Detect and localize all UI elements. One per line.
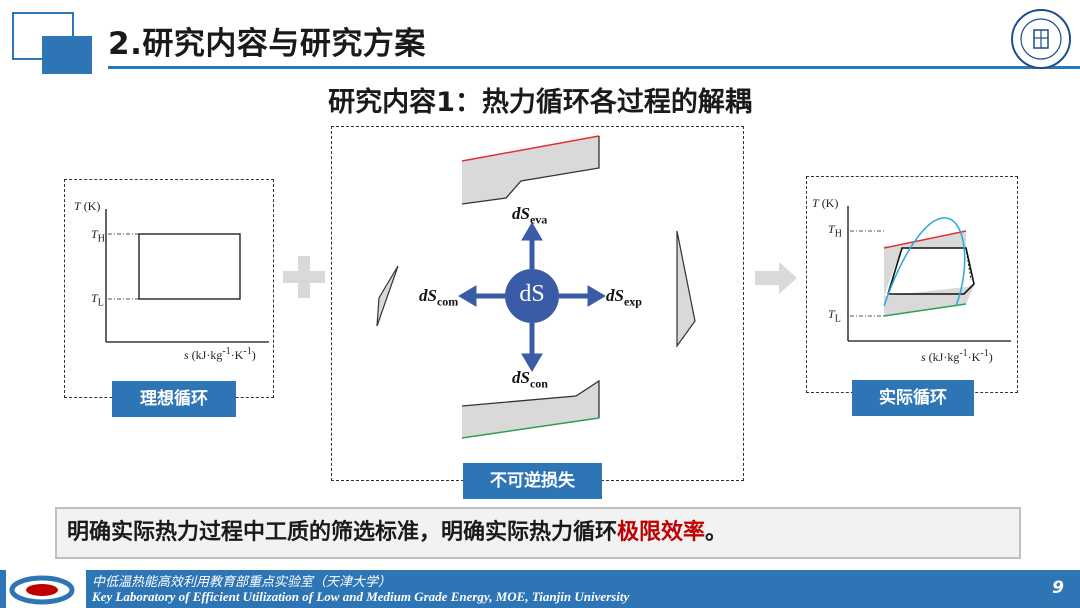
decoupling-diagram <box>376 135 696 439</box>
footer-lab-en: Key Laboratory of Efficient Utilization … <box>92 589 630 604</box>
ideal-t-low-label: TL <box>91 291 104 309</box>
ideal-x-axis-label: s (kJ·kg-1·K-1) <box>184 346 256 362</box>
university-seal-icon <box>1011 9 1071 69</box>
ideal-y-axis-label: T (K) <box>74 199 101 213</box>
conclusion-text: 明确实际热力过程中工质的筛选标准，明确实际热力循环 <box>67 520 618 545</box>
page-number: 9 <box>1052 578 1064 598</box>
ds-exp-label: dSexp <box>606 286 642 309</box>
actual-cycle-ts-diagram <box>847 206 1011 342</box>
footer-lab-cn: 中低温热能高效利用教育部重点实验室（天津大学） <box>92 575 392 590</box>
actual-t-low-label: TL <box>828 307 841 325</box>
conclusion-end: 。 <box>705 520 728 545</box>
corner-decoration-fill <box>42 36 92 74</box>
ds-com-label: dScom <box>419 286 459 309</box>
header-rule <box>108 66 1080 69</box>
ideal-cycle-ts-diagram <box>105 209 269 343</box>
actual-t-high-label: TH <box>828 222 842 240</box>
irreversible-loss-label: 不可逆损失 <box>463 463 602 499</box>
ds-eva-label: dSeva <box>512 204 548 227</box>
actual-x-axis-label: s (kJ·kg-1·K-1) <box>921 348 993 364</box>
center-ds-label: dS <box>519 281 545 307</box>
conclusion-bar: 明确实际热力过程中工质的筛选标准，明确实际热力循环极限效率。 <box>55 507 1021 559</box>
ideal-cycle-label: 理想循环 <box>112 381 236 417</box>
section-subtitle: 研究内容1：热力循环各过程的解耦 <box>328 87 752 118</box>
page-title: 2.研究内容与研究方案 <box>108 26 426 62</box>
ds-con-label: dScon <box>512 368 548 391</box>
actual-cycle-label: 实际循环 <box>852 380 974 416</box>
plus-icon <box>283 256 325 298</box>
conclusion-highlight: 极限效率 <box>617 520 706 545</box>
arrow-right-icon <box>755 262 797 294</box>
lab-logo-icon <box>6 568 86 608</box>
ideal-t-high-label: TH <box>91 227 105 245</box>
actual-y-axis-label: T (K) <box>812 196 839 210</box>
footer-bar <box>0 570 1080 608</box>
